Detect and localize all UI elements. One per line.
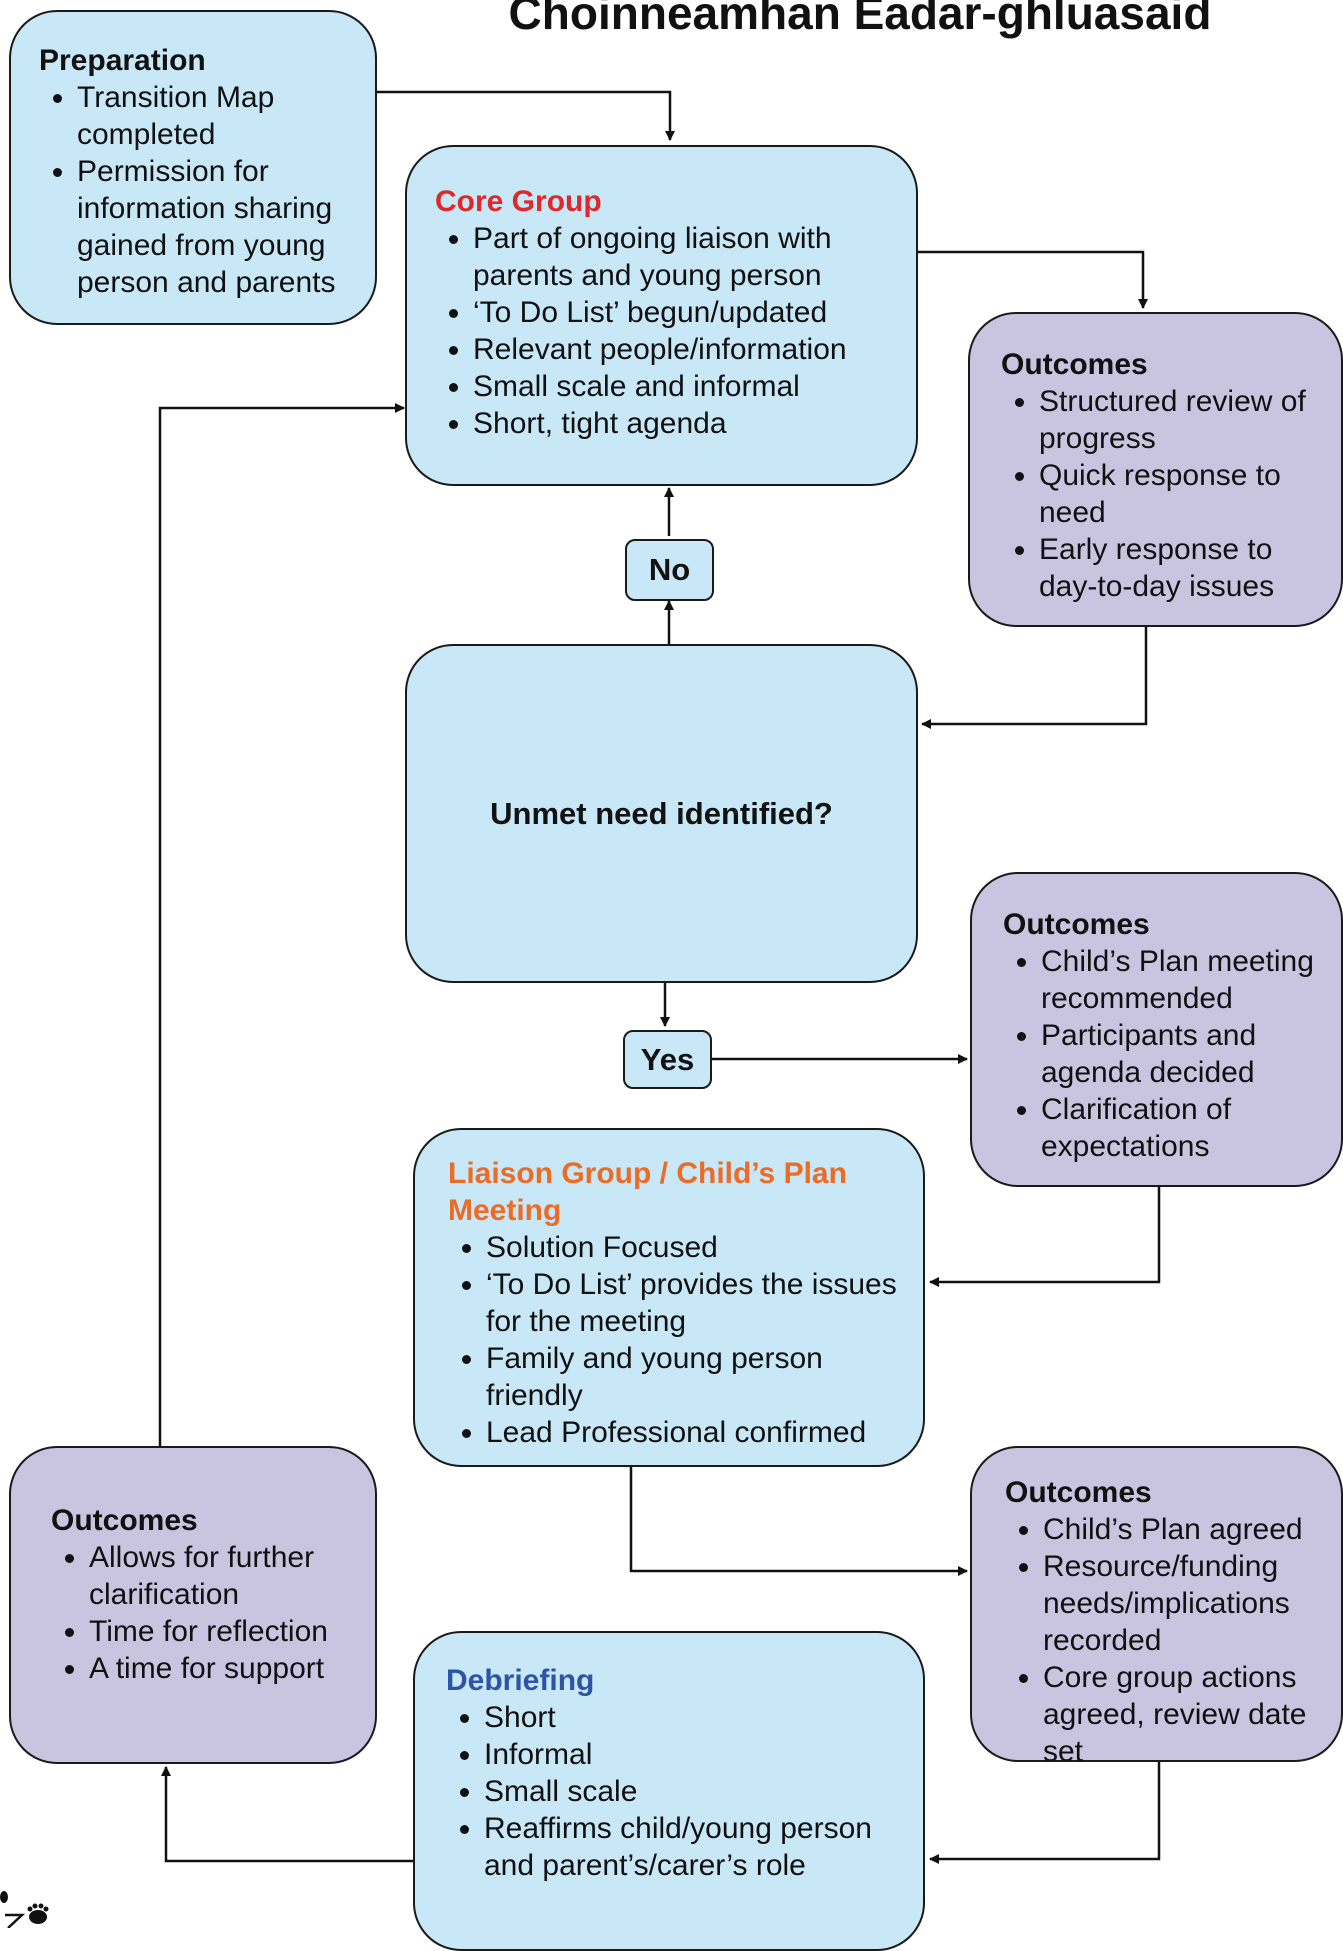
list-item: Solution Focused: [486, 1229, 907, 1266]
list-item: Clarification of expectations: [1041, 1091, 1331, 1165]
core-group-box: Core Group Part of ongoing liaison with …: [405, 145, 918, 486]
outcomes-heading: Outcomes: [1005, 1476, 1152, 1509]
list-item: Child’s Plan meeting recommended: [1041, 943, 1331, 1017]
liaison-group-list: Solution Focused ‘To Do List’ provides t…: [448, 1229, 907, 1451]
arrow-outcomes-4-to-core: [158, 403, 405, 1446]
outcomes-heading: Outcomes: [51, 1504, 198, 1537]
arrow-outcomes-1-to-decision: [921, 627, 1148, 729]
list-item: Participants and agenda decided: [1041, 1017, 1331, 1091]
list-item: Structured review of progress: [1039, 383, 1331, 457]
liaison-group-heading: Liaison Group / Child’s Plan Meeting: [448, 1157, 847, 1227]
arrow-core-to-outcomes-1: [918, 250, 1148, 309]
outcomes-box-reflection: Outcomes Allows for further clarificatio…: [9, 1446, 377, 1764]
list-item: Time for reflection: [89, 1613, 365, 1650]
preparation-list: Transition Map completed Permission for …: [39, 79, 355, 301]
list-item: Informal: [484, 1736, 909, 1773]
outcomes-box-review: Outcomes Structured review of progress Q…: [968, 312, 1343, 627]
list-item: Early response to day-to-day issues: [1039, 531, 1331, 605]
list-item: Family and young person friendly: [486, 1340, 907, 1414]
list-item: Part of ongoing liaison with parents and…: [473, 220, 896, 294]
preparation-heading: Preparation: [39, 44, 206, 77]
list-item: A time for support: [89, 1650, 365, 1687]
list-item: Relevant people/information: [473, 331, 896, 368]
outcomes-list: Structured review of progress Quick resp…: [1001, 383, 1331, 605]
arrow-outcomes-3-to-debriefing: [929, 1762, 1161, 1864]
list-item: ‘To Do List’ begun/updated: [473, 294, 896, 331]
list-item: Quick response to need: [1039, 457, 1331, 531]
outcomes-list: Child’s Plan meeting recommended Partici…: [1003, 943, 1331, 1165]
outcomes-box-childs-plan: Outcomes Child’s Plan meeting recommende…: [970, 872, 1343, 1187]
outcomes-heading: Outcomes: [1003, 908, 1150, 941]
arrow-preparation-to-core: [377, 90, 675, 141]
list-item: Small scale: [484, 1773, 909, 1810]
list-item: Allows for further clarification: [89, 1539, 365, 1613]
debriefing-heading: Debriefing: [446, 1664, 595, 1697]
list-item: Permission for information sharing gaine…: [77, 153, 355, 301]
liaison-group-box: Liaison Group / Child’s Plan Meeting Sol…: [413, 1128, 925, 1467]
list-item: Small scale and informal: [473, 368, 896, 405]
outcomes-list: Child’s Plan agreed Resource/funding nee…: [1005, 1511, 1331, 1770]
list-item: Lead Professional confirmed: [486, 1414, 907, 1451]
footprints-icon: [0, 1891, 49, 1928]
list-item: Child’s Plan agreed: [1043, 1511, 1331, 1548]
list-item: ‘To Do List’ provides the issues for the…: [486, 1266, 907, 1340]
outcomes-list: Allows for further clarification Time fo…: [51, 1539, 365, 1687]
list-item: Short, tight agenda: [473, 405, 896, 442]
outcomes-box-plan-agreed: Outcomes Child’s Plan agreed Resource/fu…: [970, 1446, 1343, 1768]
yes-label: Yes: [623, 1030, 712, 1089]
arrow-debriefing-to-outcomes-4: [161, 1766, 413, 1863]
list-item: Resource/funding needs/implications reco…: [1043, 1548, 1331, 1659]
preparation-box: Preparation Transition Map completed Per…: [9, 10, 377, 325]
debriefing-list: Short Informal Small scale Reaffirms chi…: [446, 1699, 909, 1884]
core-group-list: Part of ongoing liaison with parents and…: [435, 220, 896, 442]
debriefing-box: Debriefing Short Informal Small scale Re…: [413, 1631, 925, 1951]
arrow-liaison-to-outcomes-3: [629, 1467, 968, 1576]
decision-box: Unmet need identified?: [405, 644, 918, 983]
list-item: Short: [484, 1699, 909, 1736]
arrow-outcomes-2-to-liaison: [929, 1187, 1161, 1287]
list-item: Core group actions agreed, review date s…: [1043, 1659, 1331, 1770]
list-item: Reaffirms child/young person and parent’…: [484, 1810, 909, 1884]
core-group-heading: Core Group: [435, 185, 602, 218]
page-title: Choinneamhan Eadar-ghluasaid: [508, 0, 1212, 39]
outcomes-heading: Outcomes: [1001, 348, 1148, 381]
no-label: No: [625, 539, 714, 601]
list-item: Transition Map completed: [77, 79, 355, 153]
